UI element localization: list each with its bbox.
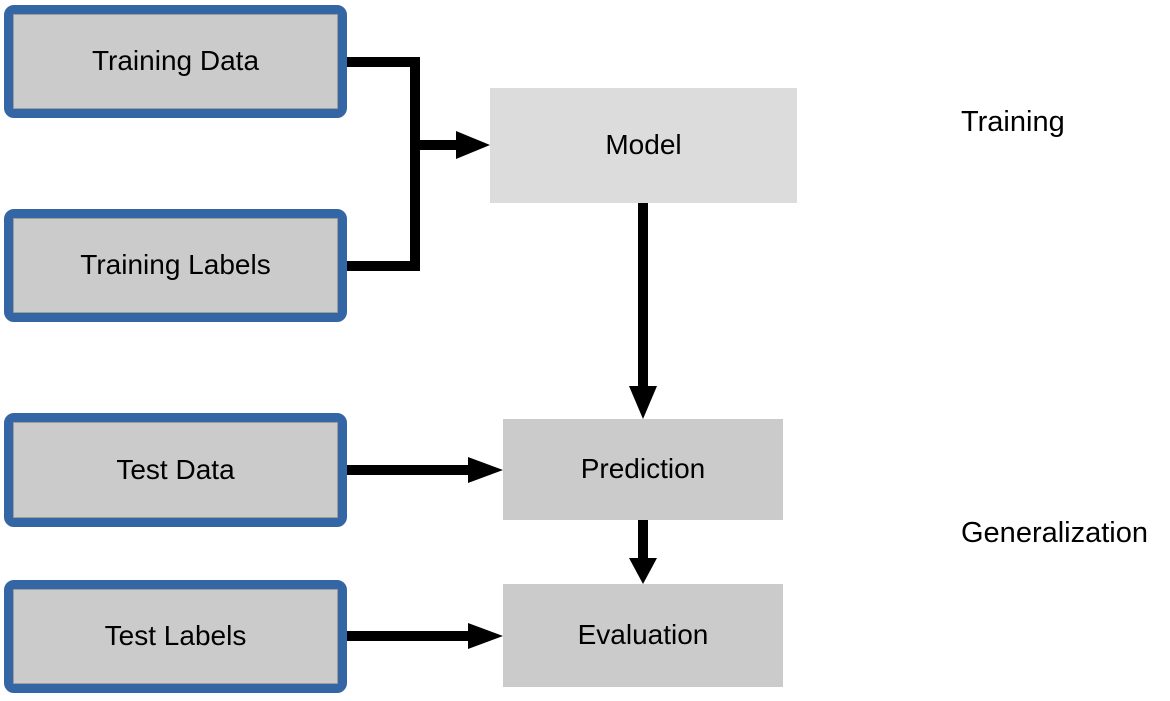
connector-merge-to-model-arrowhead [456, 131, 490, 159]
annotation-training-label: Training [961, 106, 1065, 138]
node-test-labels-label: Test Labels [104, 620, 247, 652]
connector-prediction-to-evaluation-arrowhead [629, 558, 657, 584]
connector-model-to-prediction-arrowhead [629, 386, 657, 419]
annotation-training: Training [961, 106, 1065, 139]
node-model: Model [490, 88, 797, 203]
annotation-generalization: Generalization [961, 517, 1148, 550]
node-training-data: Training Data [4, 5, 347, 118]
annotation-generalization-label: Generalization [961, 517, 1148, 549]
node-prediction: Prediction [503, 419, 783, 520]
node-test-data-label: Test Data [116, 453, 235, 485]
node-training-data-label: Training Data [91, 45, 260, 77]
node-training-labels: Training Labels [4, 209, 347, 322]
connector-training-merge-elbow [347, 57, 420, 271]
node-evaluation-label: Evaluation [577, 619, 709, 651]
node-evaluation: Evaluation [503, 584, 783, 687]
node-test-data: Test Data [4, 413, 347, 527]
connector-testlabels-to-evaluation-arrowhead [468, 623, 503, 649]
node-prediction-label: Prediction [580, 453, 706, 485]
node-model-label: Model [605, 129, 682, 161]
node-test-labels: Test Labels [4, 580, 347, 693]
connector-testdata-to-prediction-arrowhead [468, 457, 503, 483]
node-training-labels-label: Training Labels [80, 249, 271, 281]
